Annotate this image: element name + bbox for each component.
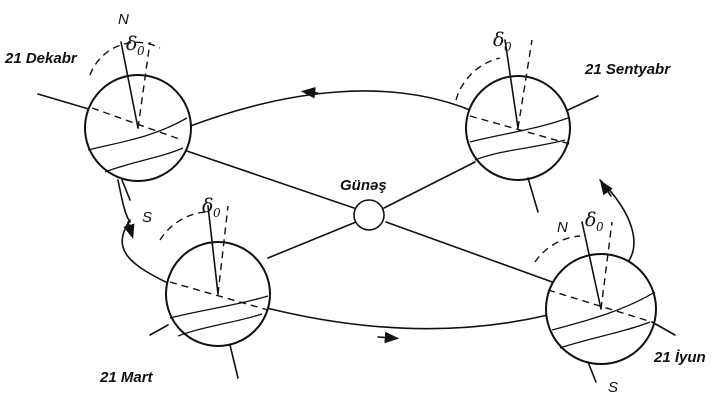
svg-text:δ: δ	[493, 29, 504, 51]
svg-text:0: 0	[137, 44, 145, 58]
svg-text:N: N	[118, 11, 129, 28]
svg-text:N: N	[557, 219, 568, 236]
orbit-left-upper	[117, 179, 131, 223]
svg-text:0: 0	[504, 40, 512, 54]
orbit-arrow-top	[300, 86, 319, 99]
svg-text:S: S	[608, 379, 618, 396]
svg-text:S: S	[142, 209, 152, 226]
date-label-sentyabr: 21 Sentyabr	[584, 61, 671, 78]
orbit	[117, 86, 635, 344]
orbit-bottom-arc	[254, 304, 549, 330]
sun-circle	[353, 199, 385, 231]
orbit-right-arc	[599, 179, 635, 263]
orbit-top-arc	[184, 90, 471, 129]
sun-label: Günəş	[340, 177, 387, 194]
orbit-arrow-left	[123, 221, 135, 239]
orbit-arrow-bottom	[377, 331, 400, 344]
svg-text:δ: δ	[585, 209, 596, 231]
svg-text:δ: δ	[202, 195, 213, 217]
date-label-dekabr: 21 Dekabr	[4, 50, 78, 67]
sun: Günəş	[340, 177, 387, 231]
svg-text:0: 0	[596, 220, 604, 234]
date-label-mart: 21 Mart	[99, 369, 154, 386]
orbit-arrow-right	[599, 180, 613, 197]
date-label-iyun: 21 İyun	[653, 349, 706, 366]
sun-lines	[177, 147, 556, 284]
svg-text:0: 0	[213, 206, 221, 220]
svg-text:δ: δ	[126, 33, 137, 55]
